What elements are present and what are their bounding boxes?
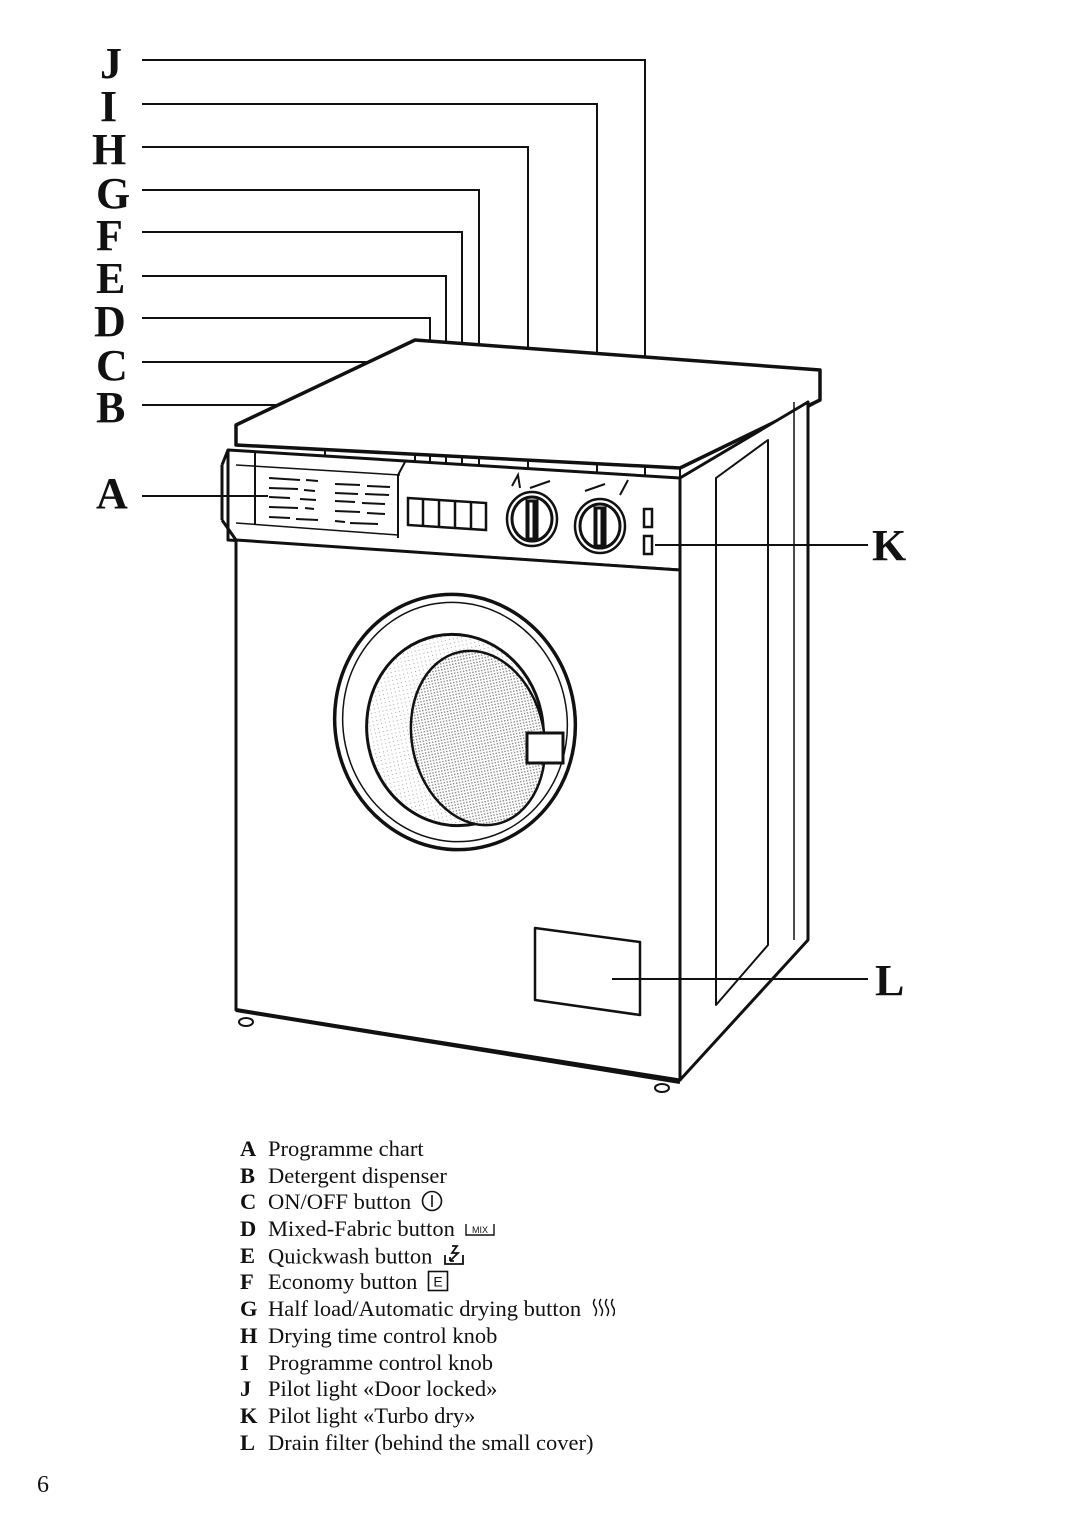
- page-number: 6: [37, 1472, 49, 1498]
- callout-labels: J I H G F E D C B A K L: [92, 39, 906, 1005]
- door: [332, 592, 578, 852]
- legend-key: H: [240, 1322, 258, 1348]
- legend-key: I: [240, 1349, 249, 1375]
- legend-text: Economy button: [268, 1269, 418, 1295]
- legend-key: E: [240, 1243, 256, 1269]
- pilot-light-turbo-dry: [642, 534, 654, 556]
- programme-control-knob: [573, 497, 627, 555]
- legend-key: D: [240, 1216, 257, 1242]
- legend-key: F: [240, 1269, 254, 1295]
- callout-A: A: [96, 469, 128, 518]
- legend-text: Drying time control knob: [268, 1322, 498, 1348]
- callout-H: H: [92, 125, 126, 174]
- pilot-light-door-locked: [642, 507, 654, 529]
- quickwash-icon: [442, 1243, 466, 1274]
- legend-text: Pilot light «Door locked»: [268, 1376, 498, 1402]
- push-buttons: [406, 496, 488, 532]
- legend-text: Drain filter (behind the small cover): [268, 1429, 594, 1455]
- legend-item-h: H Drying time control knob: [240, 1323, 800, 1350]
- legend-key: A: [240, 1136, 257, 1161]
- legend-item-k: K Pilot light «Turbo dry»: [240, 1403, 800, 1430]
- legend-text: ON/OFF button: [268, 1189, 412, 1215]
- legend-item-i: I Programme control knob: [240, 1350, 800, 1377]
- door-handle: [525, 731, 565, 765]
- callout-D: D: [94, 297, 126, 346]
- callout-J: J: [100, 39, 122, 88]
- legend-text: Mixed-Fabric button: [268, 1216, 455, 1242]
- power-circle-icon: [421, 1190, 443, 1219]
- mix-icon: MIX: [464, 1218, 496, 1245]
- legend-text: Pilot light «Turbo dry»: [268, 1402, 476, 1428]
- legend-item-c: C ON/OFF button: [240, 1189, 800, 1216]
- legend-item-a: A Programme chart: [240, 1136, 800, 1163]
- callout-E: E: [96, 254, 125, 303]
- washing-machine-diagram: J I H G F E D C B A K L: [92, 39, 906, 1093]
- legend-text: Half load/Automatic drying button: [268, 1296, 582, 1322]
- legend-key: G: [240, 1296, 258, 1322]
- panel-marks: [511, 471, 629, 496]
- legend-text: Quickwash button: [268, 1243, 433, 1269]
- economy-e-icon: E: [427, 1270, 449, 1299]
- legend-key: C: [240, 1189, 257, 1215]
- legend-key: K: [240, 1402, 258, 1428]
- legend-text: Programme control knob: [268, 1349, 493, 1375]
- legend-text: Detergent dispenser: [268, 1162, 447, 1188]
- svg-text:E: E: [433, 1273, 442, 1289]
- callout-C: C: [96, 341, 128, 390]
- legend-item-f: F Economy button E: [240, 1269, 800, 1296]
- legend-item-l: L Drain filter (behind the small cover): [240, 1430, 800, 1457]
- callout-F: F: [96, 211, 123, 260]
- callout-L: L: [875, 956, 904, 1005]
- legend-item-j: J Pilot light «Door locked»: [240, 1376, 800, 1403]
- legend-item-b: B Detergent dispenser: [240, 1163, 800, 1190]
- legend-item-d: D Mixed-Fabric button MIX: [240, 1216, 800, 1243]
- programme-chart: [268, 477, 391, 525]
- drying-waves-icon: [591, 1297, 615, 1326]
- drain-filter-cover: [533, 926, 642, 1017]
- callout-I: I: [100, 82, 117, 131]
- callout-B: B: [96, 383, 125, 432]
- callout-G: G: [96, 169, 130, 218]
- legend-key: L: [240, 1429, 256, 1455]
- drying-time-knob: [505, 490, 559, 548]
- legend-key: J: [240, 1376, 252, 1402]
- legend-item-g: G Half load/Automatic drying button: [240, 1296, 800, 1323]
- legend-key: B: [240, 1162, 256, 1188]
- svg-text:MIX: MIX: [472, 1225, 488, 1235]
- legend-text: Programme chart: [268, 1136, 424, 1161]
- legend-item-e: E Quickwash button: [240, 1243, 800, 1270]
- callout-K: K: [872, 521, 906, 570]
